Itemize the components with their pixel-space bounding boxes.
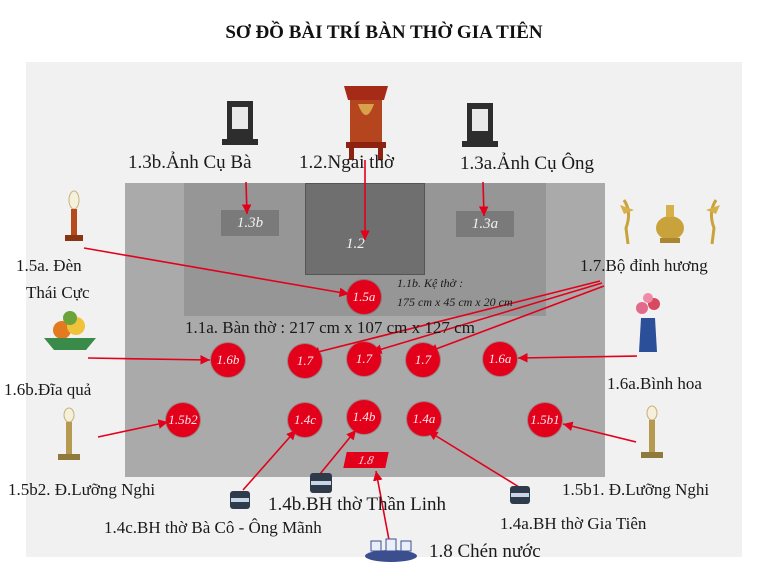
marker-1-6b: 1.6b [211, 343, 245, 377]
marker-1-6a: 1.6a [483, 342, 517, 376]
arrow-1-5b2 [97, 419, 169, 438]
label-1-5a-line1: 1.5a. Đèn [16, 256, 82, 275]
label-1-2: 1.2.Ngai thờ [299, 152, 395, 173]
arrow-1-6a [517, 353, 638, 363]
grandmother-photo-slot: 1.3b [221, 210, 279, 236]
marker-1-5b2: 1.5b2 [166, 403, 200, 437]
water-cups-icon [365, 538, 417, 562]
lamp-icon [65, 190, 83, 241]
arrow-1-8 [373, 470, 390, 541]
fruit-plate-icon [44, 311, 96, 350]
candlestick-icon [58, 407, 80, 460]
label-1-8: 1.8 Chén nước [429, 541, 541, 562]
label-1-4c: 1.4c.BH thờ Bà Cô - Ông Mãnh [104, 518, 322, 537]
label-1-1b-line2: 175 cm x 45 cm x 20 cm [397, 295, 513, 309]
portrait-frame-icon [462, 103, 498, 147]
marker-1-5a: 1.5a [347, 280, 381, 314]
label-1-4b: 1.4b.BH thờ Thần Linh [268, 494, 447, 515]
arrow-1-5b1 [562, 421, 637, 443]
arrow-1-4a [427, 430, 520, 488]
flower-vase-icon [636, 293, 660, 352]
marker-1-5b1: 1.5b1 [528, 403, 562, 437]
arrow-1-3b [241, 181, 252, 215]
incense-bowl-icon [510, 486, 530, 504]
arrow-1-3a [478, 181, 489, 217]
incense-bowl-icon [310, 473, 332, 493]
label-1-5b2: 1.5b2. Đ.Lưỡng Nghi [8, 480, 156, 499]
label-1-6b: 1.6b.Đĩa quả [4, 380, 92, 399]
arrow-1-7-left [309, 280, 601, 357]
censer-icon [656, 205, 684, 243]
arrow-1-4b [319, 429, 357, 475]
label-1-3a: 1.3a.Ảnh Cụ Ông [460, 153, 595, 174]
arrow-1-4c [242, 429, 297, 491]
arrow-1-5a [83, 247, 350, 298]
label-1-5b1: 1.5b1. Đ.Lưỡng Nghi [562, 480, 710, 499]
arrow-1-7-right [427, 285, 605, 354]
marker-1-4a: 1.4a [407, 402, 441, 436]
label-1-7: 1.7.Bộ đỉnh hương [580, 256, 708, 275]
portrait-frame-icon [222, 101, 258, 145]
throne-icon [344, 86, 388, 160]
label-1-6a: 1.6a.Bình hoa [607, 374, 702, 393]
bird-icon [706, 199, 720, 245]
label-1-1a: 1.1a. Bàn thờ : 217 cm x 107 cm x 127 cm [185, 318, 475, 337]
marker-1-4b: 1.4b [347, 400, 381, 434]
label-1-4a: 1.4a.BH thờ Gia Tiên [500, 514, 647, 533]
arrow-1-7-center [371, 282, 603, 354]
diagram-title: SƠ ĐỒ BÀI TRÍ BÀN THỜ GIA TIÊN [225, 22, 543, 43]
incense-bowl-icon [230, 491, 250, 509]
label-1-1b-line1: 1.1b. Kệ thờ : [397, 276, 464, 290]
label-1-3b: 1.3b.Ảnh Cụ Bà [128, 152, 252, 173]
arrow-1-6b [87, 355, 211, 365]
bird-icon [620, 199, 634, 245]
candlestick-icon [641, 405, 663, 458]
throne-slot-label: 1.2 [346, 236, 365, 252]
label-1-5a-line2: Thái Cực [26, 283, 90, 302]
grandfather-photo-slot: 1.3a [456, 211, 514, 237]
